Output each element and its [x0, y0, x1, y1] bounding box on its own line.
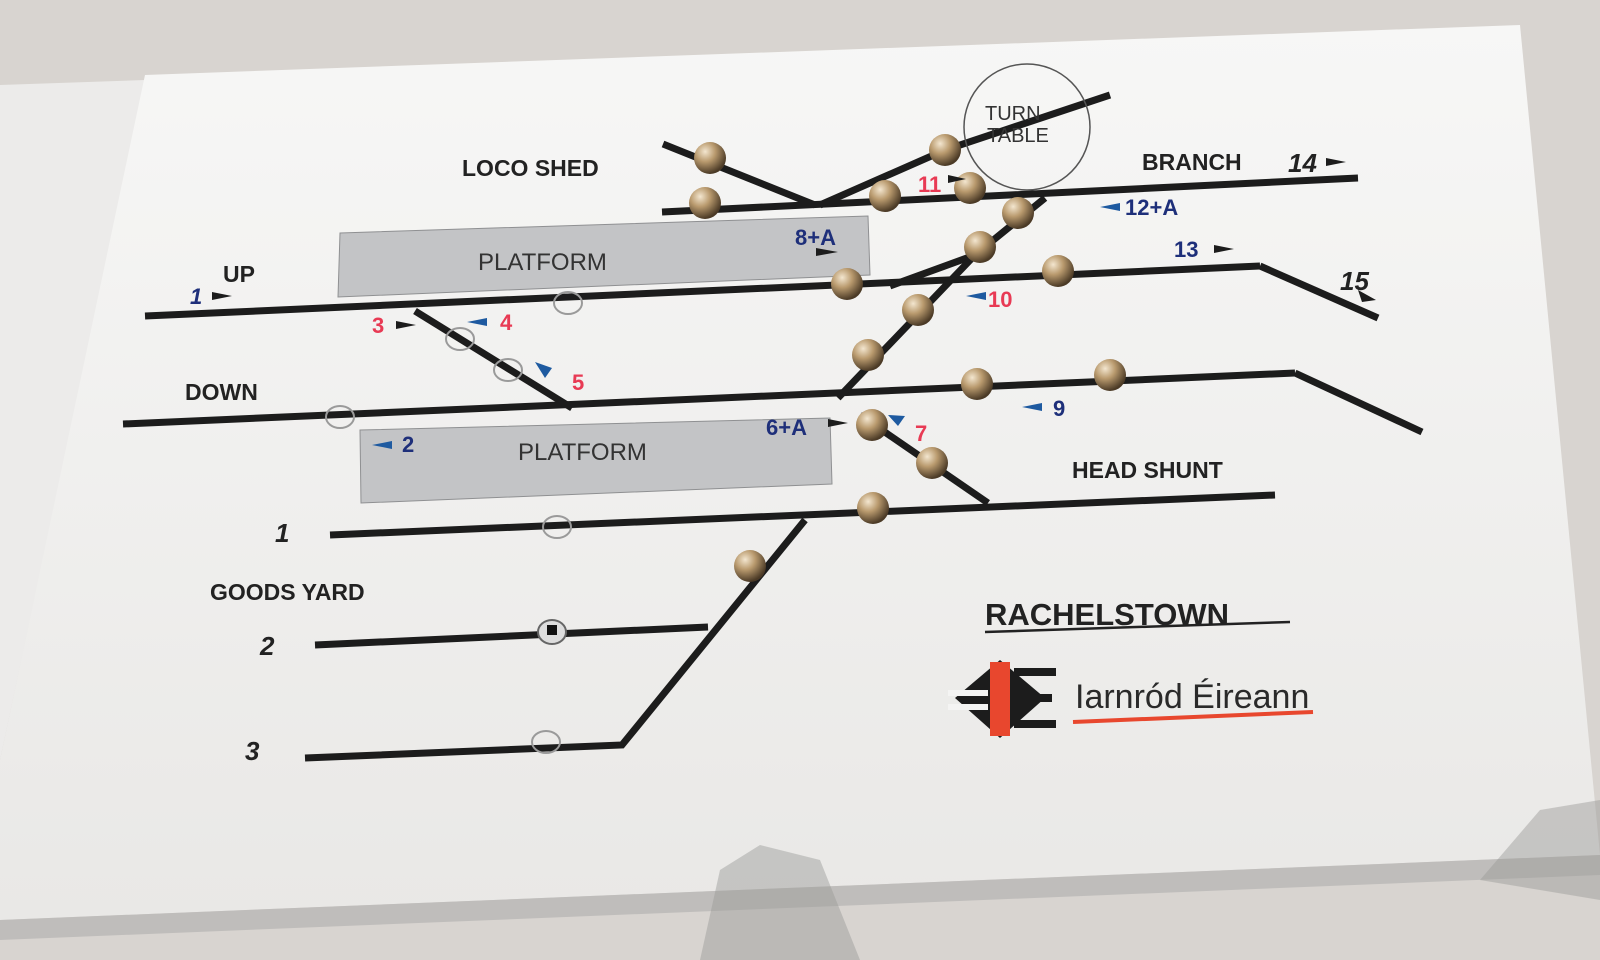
track-layout — [122, 91, 1424, 762]
siding-1-track — [329, 491, 1276, 539]
branch-label: BRANCH — [1142, 149, 1242, 175]
arrow-right-icon — [396, 321, 416, 329]
arrow-right-icon — [1326, 158, 1346, 166]
loco-shed-spur — [661, 140, 817, 209]
crossover-up-down — [835, 252, 978, 401]
switch-button-branch-west[interactable] — [869, 180, 901, 212]
arrow-diag-icon — [1358, 290, 1376, 302]
switch-button-9[interactable] — [1094, 359, 1126, 391]
station-name: RACHELSTOWN — [985, 597, 1229, 632]
signal-5: 5 — [572, 370, 584, 395]
signal-7: 7 — [915, 421, 927, 446]
switch-button-6[interactable] — [856, 409, 888, 441]
signal-12a: 12+A — [1125, 195, 1178, 220]
switch-button-loco-shed[interactable] — [694, 142, 726, 174]
brand-name: Iarnród Éireann — [1075, 678, 1309, 716]
signal-11: 11 — [918, 172, 941, 197]
signal-14: 14 — [1288, 148, 1317, 178]
arrow-right-icon — [828, 419, 848, 427]
signal-13: 13 — [1174, 237, 1198, 262]
siding-3-number: 3 — [245, 736, 260, 766]
signal-10: 10 — [988, 287, 1012, 312]
signal-9: 9 — [1053, 396, 1065, 421]
direction-arrows — [212, 158, 1376, 449]
crossover-left — [413, 308, 574, 411]
switch-button-down-east[interactable] — [961, 368, 993, 400]
siding-2-track — [314, 623, 709, 649]
arrow-left-icon — [467, 318, 487, 326]
platform-lower — [359, 417, 833, 504]
platform-lower-label: PLATFORM — [518, 439, 647, 466]
arrow-left-icon — [1100, 203, 1120, 211]
arrow-right-icon — [212, 292, 232, 300]
up-main-track — [144, 262, 1261, 320]
switch-button-loco-lower[interactable] — [689, 187, 721, 219]
head-shunt-label: HEAD SHUNT — [1072, 457, 1223, 483]
turntable-label-line1: TURN — [985, 103, 1041, 125]
arrow-left-icon — [1022, 403, 1042, 411]
switch-buttons — [689, 134, 1126, 582]
switch-button-crossover[interactable] — [852, 339, 884, 371]
signal-3: 3 — [372, 313, 384, 338]
brand-underline — [1072, 710, 1314, 724]
platform-upper — [337, 215, 871, 298]
down-label: DOWN — [185, 379, 258, 405]
loco-shed-label: LOCO SHED — [462, 155, 599, 181]
signal-4: 4 — [500, 310, 513, 335]
iarnrod-eireann-logo — [948, 660, 1056, 738]
switch-button-8[interactable] — [831, 268, 863, 300]
switch-button-13[interactable] — [1042, 255, 1074, 287]
up-exit-track — [1258, 262, 1380, 322]
signal-8a: 8+A — [795, 225, 836, 250]
switch-holes — [325, 291, 583, 754]
branch-track — [661, 174, 1359, 216]
arrow-diag-icon — [888, 415, 905, 426]
platform-upper-label: PLATFORM — [478, 249, 607, 276]
arrow-diag-icon — [535, 362, 552, 378]
signal-2: 2 — [402, 432, 414, 457]
arrow-left-icon — [372, 441, 392, 449]
station-name-underline — [984, 620, 1291, 634]
switch-button-branch-junction[interactable] — [964, 231, 996, 263]
goods-yard-label: GOODS YARD — [210, 579, 365, 605]
arrow-left-icon — [966, 292, 986, 300]
switch-button-11[interactable] — [954, 172, 986, 204]
siding-1-number: 1 — [275, 518, 289, 548]
turntable-circle — [963, 63, 1091, 191]
switch-button-10[interactable] — [902, 294, 934, 326]
switch-button-turntable[interactable] — [929, 134, 961, 166]
signal-15: 15 — [1340, 266, 1369, 296]
arrow-right-icon — [816, 248, 838, 256]
siding-2-number: 2 — [259, 631, 275, 661]
siding-3-track — [304, 517, 808, 762]
led-indicator-lamp — [547, 625, 557, 635]
turntable-label-line2: TABLE — [987, 125, 1049, 147]
down-exit-track — [1293, 369, 1424, 436]
arrow-right-icon — [1214, 245, 1234, 253]
switch-button-12[interactable] — [1002, 197, 1034, 229]
signal-1: 1 — [190, 284, 202, 309]
switch-button-7[interactable] — [916, 447, 948, 479]
switch-button-goods-yard[interactable] — [734, 550, 766, 582]
up-label: UP — [223, 261, 255, 287]
switch-button-head-shunt[interactable] — [857, 492, 889, 524]
signal-6a: 6+A — [766, 415, 807, 440]
arrow-right-icon — [948, 175, 966, 183]
